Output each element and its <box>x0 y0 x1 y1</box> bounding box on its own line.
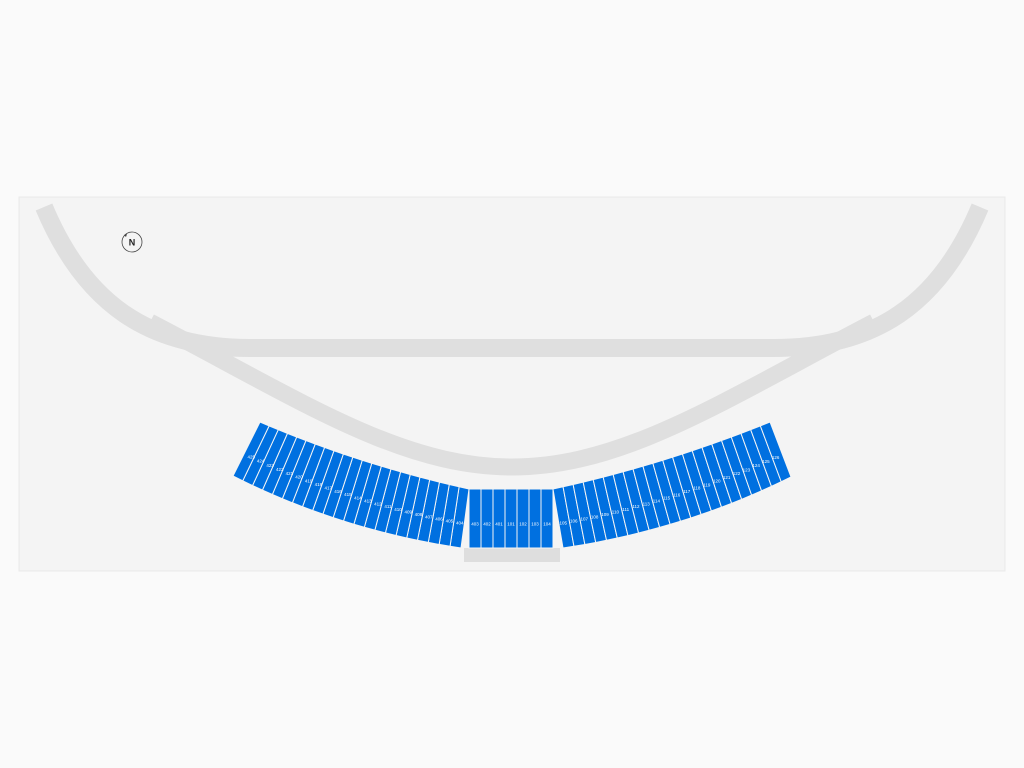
section-label: 425 <box>247 454 255 459</box>
section-shape[interactable] <box>516 488 530 549</box>
section-label: 103 <box>531 522 539 527</box>
section-label: 402 <box>483 522 491 527</box>
section-label: 414 <box>354 495 362 500</box>
section-label: 407 <box>425 514 433 519</box>
section-label: 409 <box>404 509 412 514</box>
section-label: 418 <box>315 482 323 487</box>
compass: N <box>121 231 143 253</box>
section-label: 122 <box>733 471 741 476</box>
section-label: 424 <box>257 459 265 464</box>
section-label: 104 <box>543 522 551 527</box>
section-label: 411 <box>384 504 392 509</box>
section-label: 125 <box>762 459 770 464</box>
section-label: 419 <box>305 478 313 483</box>
section-label: 121 <box>723 475 731 480</box>
section-103[interactable]: 103 <box>528 488 542 549</box>
section-label: 403 <box>471 522 479 527</box>
section-label: 117 <box>683 489 691 494</box>
compass-label: N <box>129 238 136 248</box>
compass-ring-icon <box>121 231 143 253</box>
section-shape[interactable] <box>759 421 792 483</box>
section-label: 404 <box>456 521 464 526</box>
section-shape[interactable] <box>492 488 506 549</box>
section-label: 119 <box>703 482 711 487</box>
section-label: 115 <box>663 495 671 500</box>
section-102[interactable]: 102 <box>516 488 530 549</box>
section-401[interactable]: 401 <box>492 488 506 549</box>
section-shape[interactable] <box>504 488 518 549</box>
section-label: 124 <box>752 463 760 468</box>
section-label: 101 <box>507 522 515 527</box>
section-label: 415 <box>344 492 352 497</box>
section-label: 106 <box>570 519 578 524</box>
section-104[interactable]: 104 <box>540 488 554 549</box>
section-shape[interactable] <box>468 488 482 549</box>
section-label: 118 <box>693 486 701 491</box>
section-label: 105 <box>560 521 568 526</box>
section-label: 401 <box>495 522 503 527</box>
section-label: 107 <box>580 517 588 522</box>
section-label: 123 <box>743 467 751 472</box>
section-label: 421 <box>286 471 294 476</box>
stage-area <box>464 548 560 562</box>
section-label: 110 <box>612 509 620 514</box>
track-outer <box>35 203 989 357</box>
section-label: 111 <box>622 507 629 512</box>
track-inner <box>146 314 878 476</box>
section-label: 410 <box>394 507 402 512</box>
section-label: 113 <box>643 501 651 506</box>
section-shape[interactable] <box>540 488 554 549</box>
section-label: 423 <box>266 463 274 468</box>
section-shape[interactable] <box>528 488 542 549</box>
section-101[interactable]: 101 <box>504 488 518 549</box>
section-label: 120 <box>713 479 721 484</box>
section-label: 417 <box>324 486 332 491</box>
section-label: 405 <box>446 519 454 524</box>
section-label: 114 <box>653 499 661 504</box>
section-label: 416 <box>334 489 342 494</box>
section-label: 413 <box>364 498 372 503</box>
section-label: 422 <box>276 467 284 472</box>
section-label: 116 <box>673 492 681 497</box>
section-403[interactable]: 403 <box>468 488 482 549</box>
section-label: 112 <box>632 504 640 509</box>
section-label: 406 <box>435 517 443 522</box>
section-shape[interactable] <box>480 488 494 549</box>
section-425[interactable]: 425 <box>232 421 270 482</box>
north-arrow-icon <box>124 234 127 237</box>
section-126[interactable]: 126 <box>759 421 792 483</box>
section-label: 420 <box>295 475 303 480</box>
section-label: 109 <box>601 512 609 517</box>
section-label: 126 <box>772 455 780 460</box>
section-shape[interactable] <box>232 421 270 482</box>
section-label: 412 <box>374 501 382 506</box>
section-label: 108 <box>591 514 599 519</box>
section-label: 408 <box>415 512 423 517</box>
section-402[interactable]: 402 <box>480 488 494 549</box>
section-label: 102 <box>519 522 527 527</box>
